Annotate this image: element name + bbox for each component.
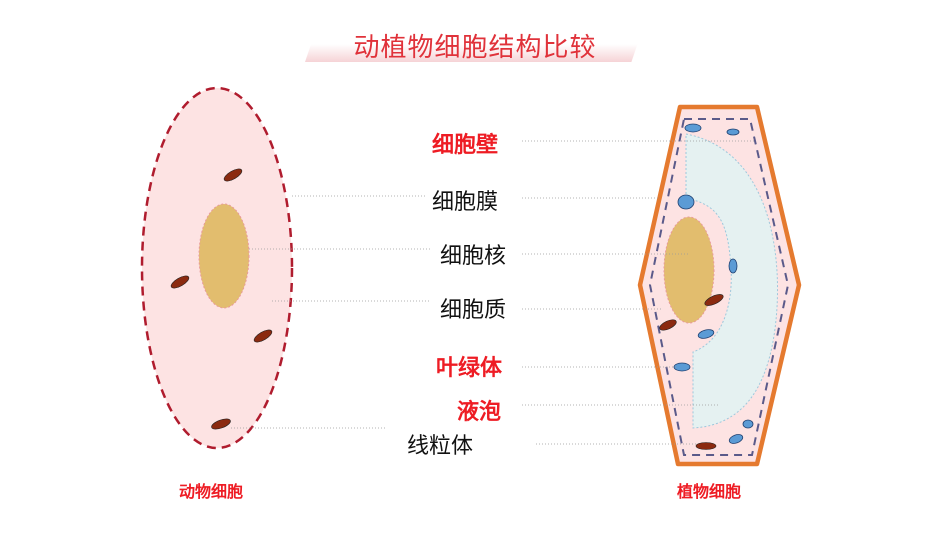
label-chloroplast: 叶绿体	[436, 356, 503, 381]
plant-mitochondrion	[659, 319, 677, 331]
caption-animal-cell: 动物细胞	[179, 482, 244, 501]
leader-lines	[231, 140, 756, 445]
animal-mitochondrion	[211, 418, 231, 430]
page-title: 动植物细胞结构比较	[353, 33, 597, 63]
plant-cell	[637, 104, 802, 467]
animal-mitochondrion	[253, 329, 273, 343]
title-banner: 动植物细胞结构比较	[305, 22, 645, 63]
plant-chloroplast	[677, 194, 695, 210]
plant-chloroplast	[697, 329, 715, 339]
caption-plant-cell: 植物细胞	[677, 482, 742, 501]
animal-mitochondrion	[170, 275, 190, 289]
plant-chloroplast	[684, 123, 702, 133]
plant-chloroplast	[673, 362, 691, 372]
animal-cell-nucleus	[198, 203, 250, 309]
label-mitochondria: 线粒体	[407, 434, 474, 459]
animal-mitochondrion	[223, 168, 243, 182]
animal-cell	[140, 86, 294, 450]
label-cell-membrane: 细胞膜	[432, 190, 499, 215]
plant-chloroplast	[742, 419, 754, 429]
plant-chloroplast	[726, 128, 740, 136]
label-cell-wall: 细胞壁	[432, 133, 499, 158]
label-cytoplasm: 细胞质	[440, 298, 507, 323]
title-underline-bar	[305, 22, 645, 62]
plant-chloroplast	[728, 258, 738, 274]
plant-mitochondrion	[704, 294, 724, 306]
plant-chloroplast	[728, 434, 744, 444]
plant-mitochondrion	[695, 442, 717, 450]
label-nucleus: 细胞核	[440, 244, 507, 269]
plant-cell-membrane	[648, 118, 790, 456]
label-vacuole: 液泡	[457, 400, 502, 425]
plant-vacuole	[685, 133, 779, 429]
plant-cell-nucleus	[663, 216, 715, 324]
